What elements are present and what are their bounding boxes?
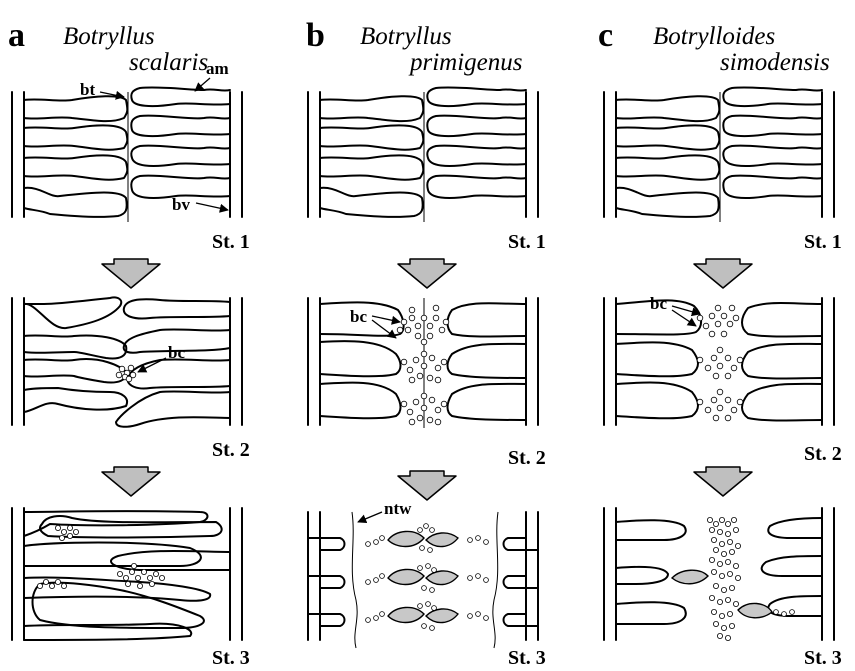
down-arrow-b1 xyxy=(398,259,456,288)
label-am: am xyxy=(206,59,229,78)
down-arrow-b2 xyxy=(398,471,456,500)
label-bc-a: bc xyxy=(168,343,185,362)
stage3-schematic-b xyxy=(308,512,538,648)
down-arrow-c1 xyxy=(694,259,752,288)
stage2-schematic-c xyxy=(604,298,834,425)
panel-a-header: a Botryllus scalaris xyxy=(8,17,208,76)
bc-cluster-a3-mid xyxy=(117,563,164,588)
stage-label-b2: St. 2 xyxy=(508,447,546,469)
stage1-schematic-b xyxy=(308,87,538,222)
stage3-schematic-c xyxy=(604,508,834,641)
bc-cluster-c-top xyxy=(697,305,739,337)
label-bv: bv xyxy=(172,195,190,214)
stage1-schematic-c xyxy=(604,87,834,222)
label-bc-b: bc xyxy=(350,307,367,326)
panel-c-header: c Botrylloides simodensis xyxy=(598,17,830,76)
panel-letter-b: b xyxy=(306,17,325,54)
bc-cluster-b-top xyxy=(397,305,449,345)
stage-label-c2: St. 2 xyxy=(804,443,842,465)
stage-label-b1: St. 1 xyxy=(508,231,546,253)
stage-label-c1: St. 1 xyxy=(804,231,842,253)
panel-c-genus: Botrylloides xyxy=(653,23,775,50)
label-bc-c: bc xyxy=(650,294,667,313)
stage3-schematic-a xyxy=(12,508,242,640)
stage-label-a3: St. 3 xyxy=(212,647,250,669)
bc-cluster-c-bot xyxy=(697,389,743,421)
stage-label-a2: St. 2 xyxy=(212,439,250,461)
down-arrow-a1 xyxy=(102,259,160,288)
stage-label-b3: St. 3 xyxy=(508,647,546,669)
label-ntw: ntw xyxy=(384,499,412,518)
panel-c-species: simodensis xyxy=(720,49,830,76)
panel-a-genus: Botryllus xyxy=(63,23,155,50)
panel-b-header: b Botryllus primigenus xyxy=(306,17,523,76)
panel-b-genus: Botryllus xyxy=(360,23,452,50)
stage2-schematic-b xyxy=(308,298,538,428)
bc-cluster-c-mid xyxy=(697,347,743,379)
down-arrow-a2 xyxy=(102,467,160,496)
panel-letter-c: c xyxy=(598,17,613,54)
down-arrow-c2 xyxy=(694,467,752,496)
panel-letter-a: a xyxy=(8,17,25,54)
label-bt: bt xyxy=(80,80,95,99)
stage2-schematic-a xyxy=(12,297,242,426)
panel-a-species: scalaris xyxy=(129,49,208,76)
bc-band-c3 xyxy=(707,517,794,640)
bc-cluster-a3-left xyxy=(37,579,66,588)
stage-label-a1: St. 1 xyxy=(212,231,250,253)
panel-b-species: primigenus xyxy=(408,49,523,76)
stage1-schematic-a xyxy=(12,87,242,222)
stage-label-c3: St. 3 xyxy=(804,647,842,669)
bc-cluster-a2 xyxy=(116,365,136,382)
bc-cluster-a3-top xyxy=(55,525,78,540)
